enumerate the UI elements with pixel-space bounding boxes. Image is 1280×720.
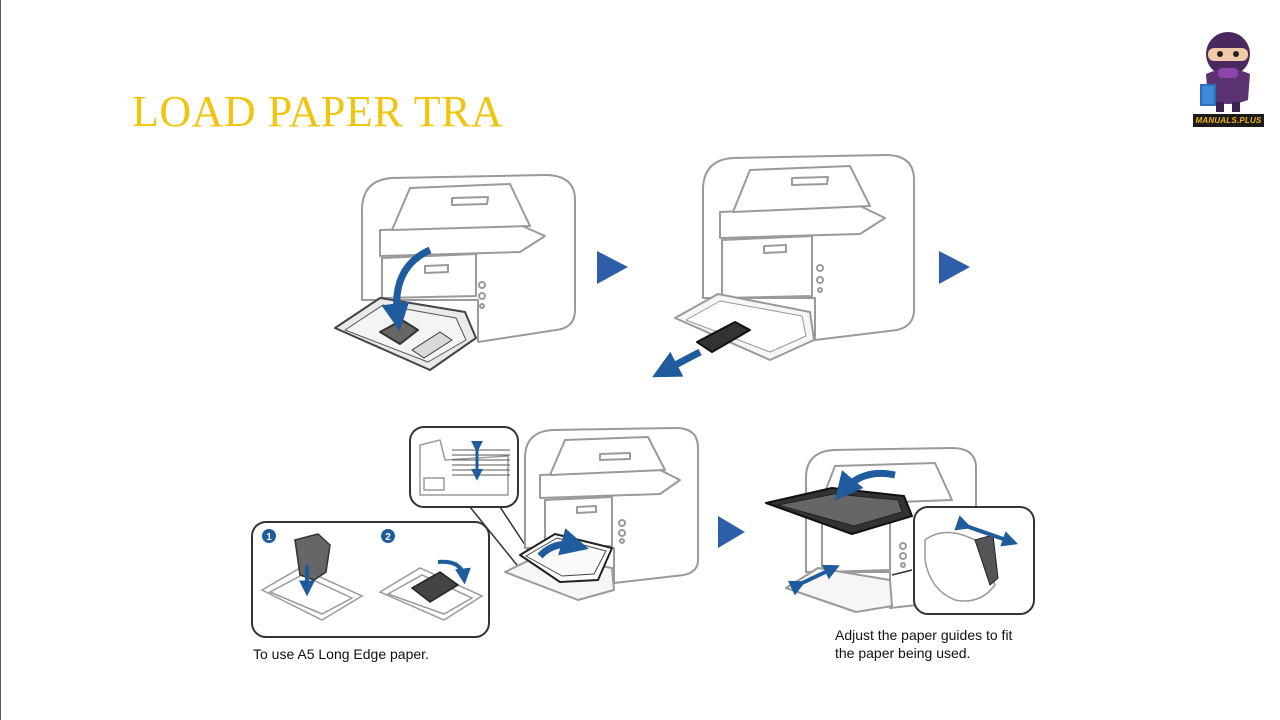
a5-inset-box bbox=[251, 521, 490, 638]
step-number-1: 1 bbox=[266, 532, 272, 543]
printer-step-open-tray bbox=[334, 174, 576, 371]
adjust-guides-caption: Adjust the paper guides to fit the paper… bbox=[835, 626, 1055, 662]
load-paper-arrow bbox=[537, 528, 589, 559]
step-arrow-1 bbox=[597, 251, 628, 284]
frame-edge bbox=[0, 0, 1, 720]
step-arrow-2 bbox=[939, 251, 970, 284]
step-number-2: 2 bbox=[385, 532, 391, 543]
guide-adjust-zoom-inset bbox=[913, 506, 1035, 615]
paper-stack-zoom-inset bbox=[409, 426, 519, 508]
step-arrow-3 bbox=[718, 516, 745, 548]
logo-label: MANUALS.PLUS bbox=[1193, 114, 1264, 127]
open-tray-arrow bbox=[381, 246, 432, 332]
fold-support-arrow bbox=[834, 469, 896, 501]
page-title: LOAD PAPER TRA bbox=[132, 87, 504, 136]
a5-caption: To use A5 Long Edge paper. bbox=[253, 646, 429, 662]
printer-step-load-paper bbox=[504, 427, 699, 601]
pull-guide-arrow bbox=[652, 348, 702, 378]
ninja-mascot-icon bbox=[1200, 32, 1250, 112]
adjust-caption-line-2: the paper being used. bbox=[835, 645, 971, 661]
adjust-caption-line-1: Adjust the paper guides to fit bbox=[835, 627, 1013, 643]
a5-illustrations bbox=[260, 533, 484, 621]
printer-step-pull-guide bbox=[674, 154, 915, 361]
